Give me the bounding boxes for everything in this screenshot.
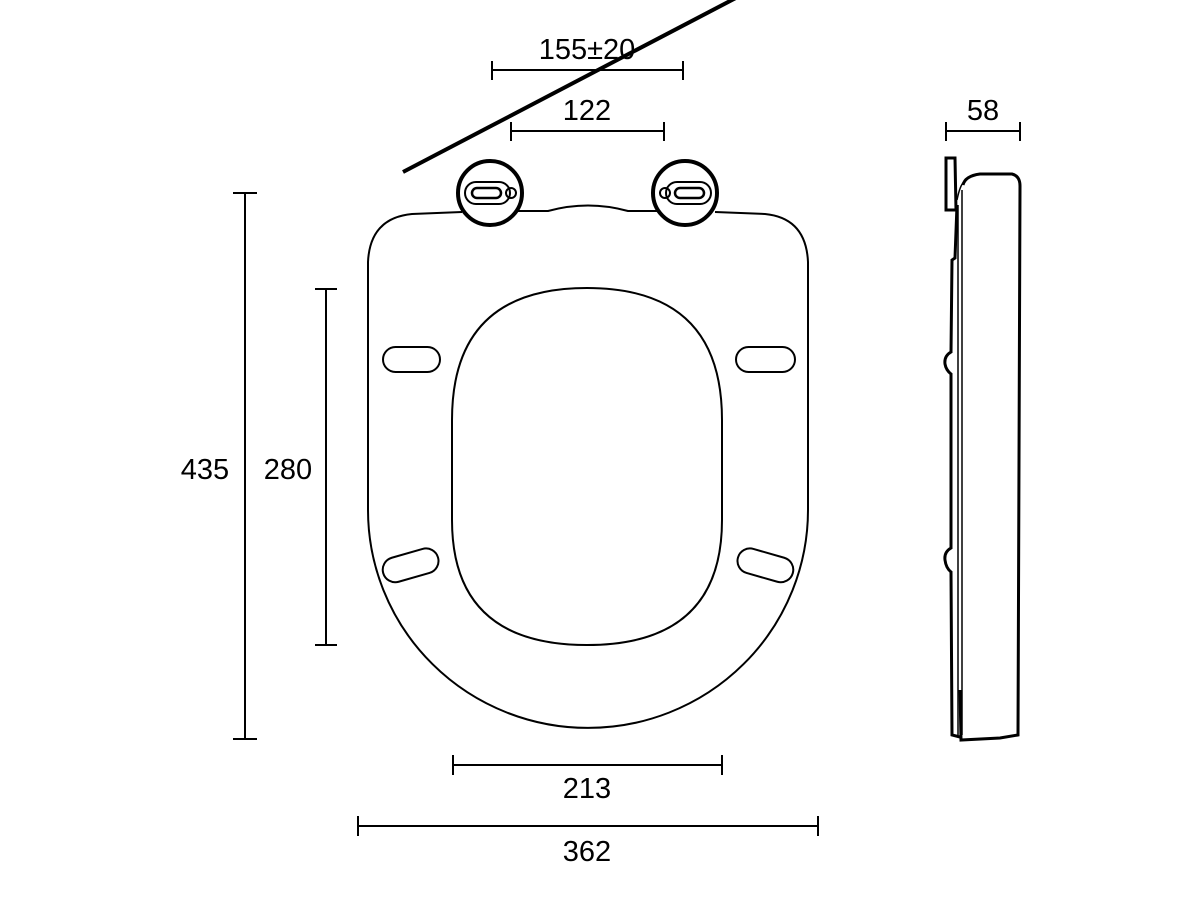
bumper-slot [381, 547, 440, 584]
dim-label-hinge-range: 155±20 [539, 34, 636, 66]
dim-label-total-length: 435 [181, 454, 229, 486]
bumper-slot [735, 346, 796, 373]
seat-outer-outline [402, 0, 737, 174]
bumper-slot [382, 346, 441, 373]
hinge-left [456, 159, 524, 227]
dim-line-58 [945, 122, 1021, 141]
hinge-bridge [518, 204, 657, 212]
bumper-slot [736, 547, 795, 584]
seat-inner-outline [367, 211, 809, 729]
dim-label-opening-length: 280 [264, 454, 312, 486]
dim-label-total-width: 362 [563, 836, 611, 868]
hinge-right [651, 159, 719, 227]
dim-label-opening-width: 213 [563, 773, 611, 805]
seat-opening [451, 286, 723, 647]
dim-line-280 [315, 288, 337, 646]
dim-line-362 [357, 816, 819, 836]
dim-line-122 [510, 122, 665, 141]
dim-line-435 [233, 192, 257, 740]
seat-side-view [943, 156, 1022, 742]
dim-label-hinge-spacing: 122 [563, 95, 611, 127]
dim-line-213 [452, 755, 723, 775]
dim-line-155 [491, 61, 684, 80]
dim-label-side-depth: 58 [967, 95, 999, 127]
